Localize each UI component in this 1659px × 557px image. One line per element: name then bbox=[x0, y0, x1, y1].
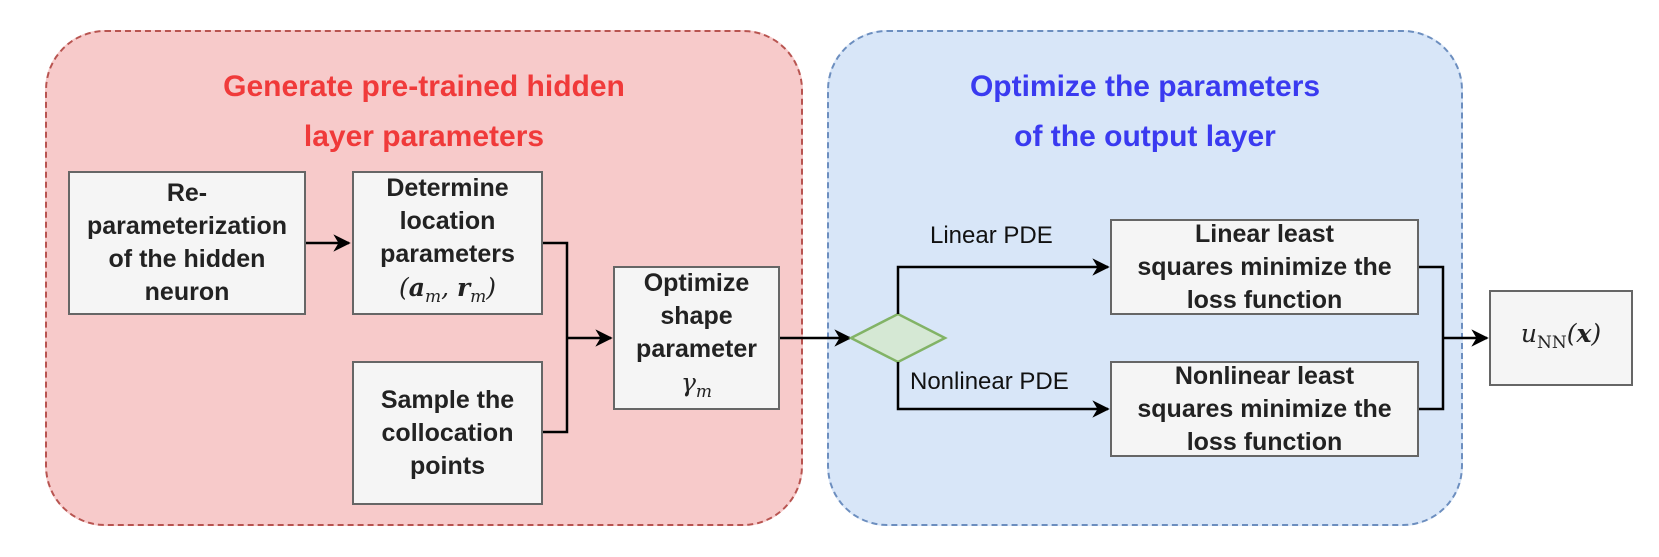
sample-line3: points bbox=[410, 451, 485, 480]
edge-decision-to-nonlinear bbox=[896, 362, 1110, 418]
linear-line2: squares minimize the bbox=[1137, 252, 1392, 281]
nonlinear-line2: squares minimize the bbox=[1137, 394, 1392, 423]
reparam-line1: Re- bbox=[166, 179, 208, 207]
shape-line3: parameter bbox=[636, 335, 757, 363]
pde-type-decision bbox=[848, 312, 948, 364]
sample-line2: collocation bbox=[381, 418, 514, 447]
sample-line1: Sample the bbox=[380, 385, 515, 414]
output-title-line2: of the output layer bbox=[1014, 120, 1276, 153]
nonlinear-line1: Nonlinear least bbox=[1174, 361, 1355, 390]
linear-pde-label: Linear PDE bbox=[930, 222, 1053, 249]
output-title-line1: Optimize the parameters bbox=[969, 70, 1321, 103]
linear-line1: Linear least bbox=[1195, 219, 1334, 248]
pretrain-panel-title: Generate pre-trained hidden layer parame… bbox=[47, 62, 801, 162]
shape-line2: shape bbox=[660, 302, 733, 330]
shape-math: γm bbox=[680, 368, 713, 402]
edge-decision-to-linear bbox=[896, 258, 1110, 314]
edge-location-to-merge bbox=[543, 241, 569, 434]
nonlinear-pde-label: Nonlinear PDE bbox=[910, 368, 1069, 395]
location-line2: location bbox=[399, 207, 496, 235]
location-parameters-box: Determine location parameters (am, rm) bbox=[352, 171, 543, 315]
shape-line1: Optimize bbox=[643, 269, 750, 297]
location-line1: Determine bbox=[386, 174, 509, 202]
nonlinear-line3: loss function bbox=[1186, 427, 1343, 456]
sample-collocation-box: Sample the collocation points bbox=[352, 361, 543, 505]
location-line3: parameters bbox=[380, 240, 515, 268]
output-math: uNN(x) bbox=[1520, 318, 1602, 353]
location-math: (am, rm) bbox=[398, 273, 497, 307]
optimize-shape-box: Optimize shape parameter γm bbox=[613, 266, 780, 410]
output-uNN-box: uNN(x) bbox=[1489, 290, 1633, 386]
reparam-line4: neuron bbox=[144, 278, 230, 306]
edge-solvers-to-merge bbox=[1419, 265, 1445, 411]
pretrain-title-line2: layer parameters bbox=[303, 120, 545, 153]
reparameterization-box: Re- parameterization of the hidden neuro… bbox=[68, 171, 306, 315]
linear-line3: loss function bbox=[1186, 285, 1343, 314]
reparam-line2: parameterization bbox=[86, 212, 288, 240]
linear-least-squares-box: Linear least squares minimize the loss f… bbox=[1110, 219, 1419, 315]
pretrain-title-line1: Generate pre-trained hidden bbox=[223, 70, 625, 103]
output-layer-panel-title: Optimize the parameters of the output la… bbox=[829, 62, 1461, 162]
reparam-line3: of the hidden bbox=[108, 245, 266, 273]
nonlinear-least-squares-box: Nonlinear least squares minimize the los… bbox=[1110, 361, 1419, 457]
